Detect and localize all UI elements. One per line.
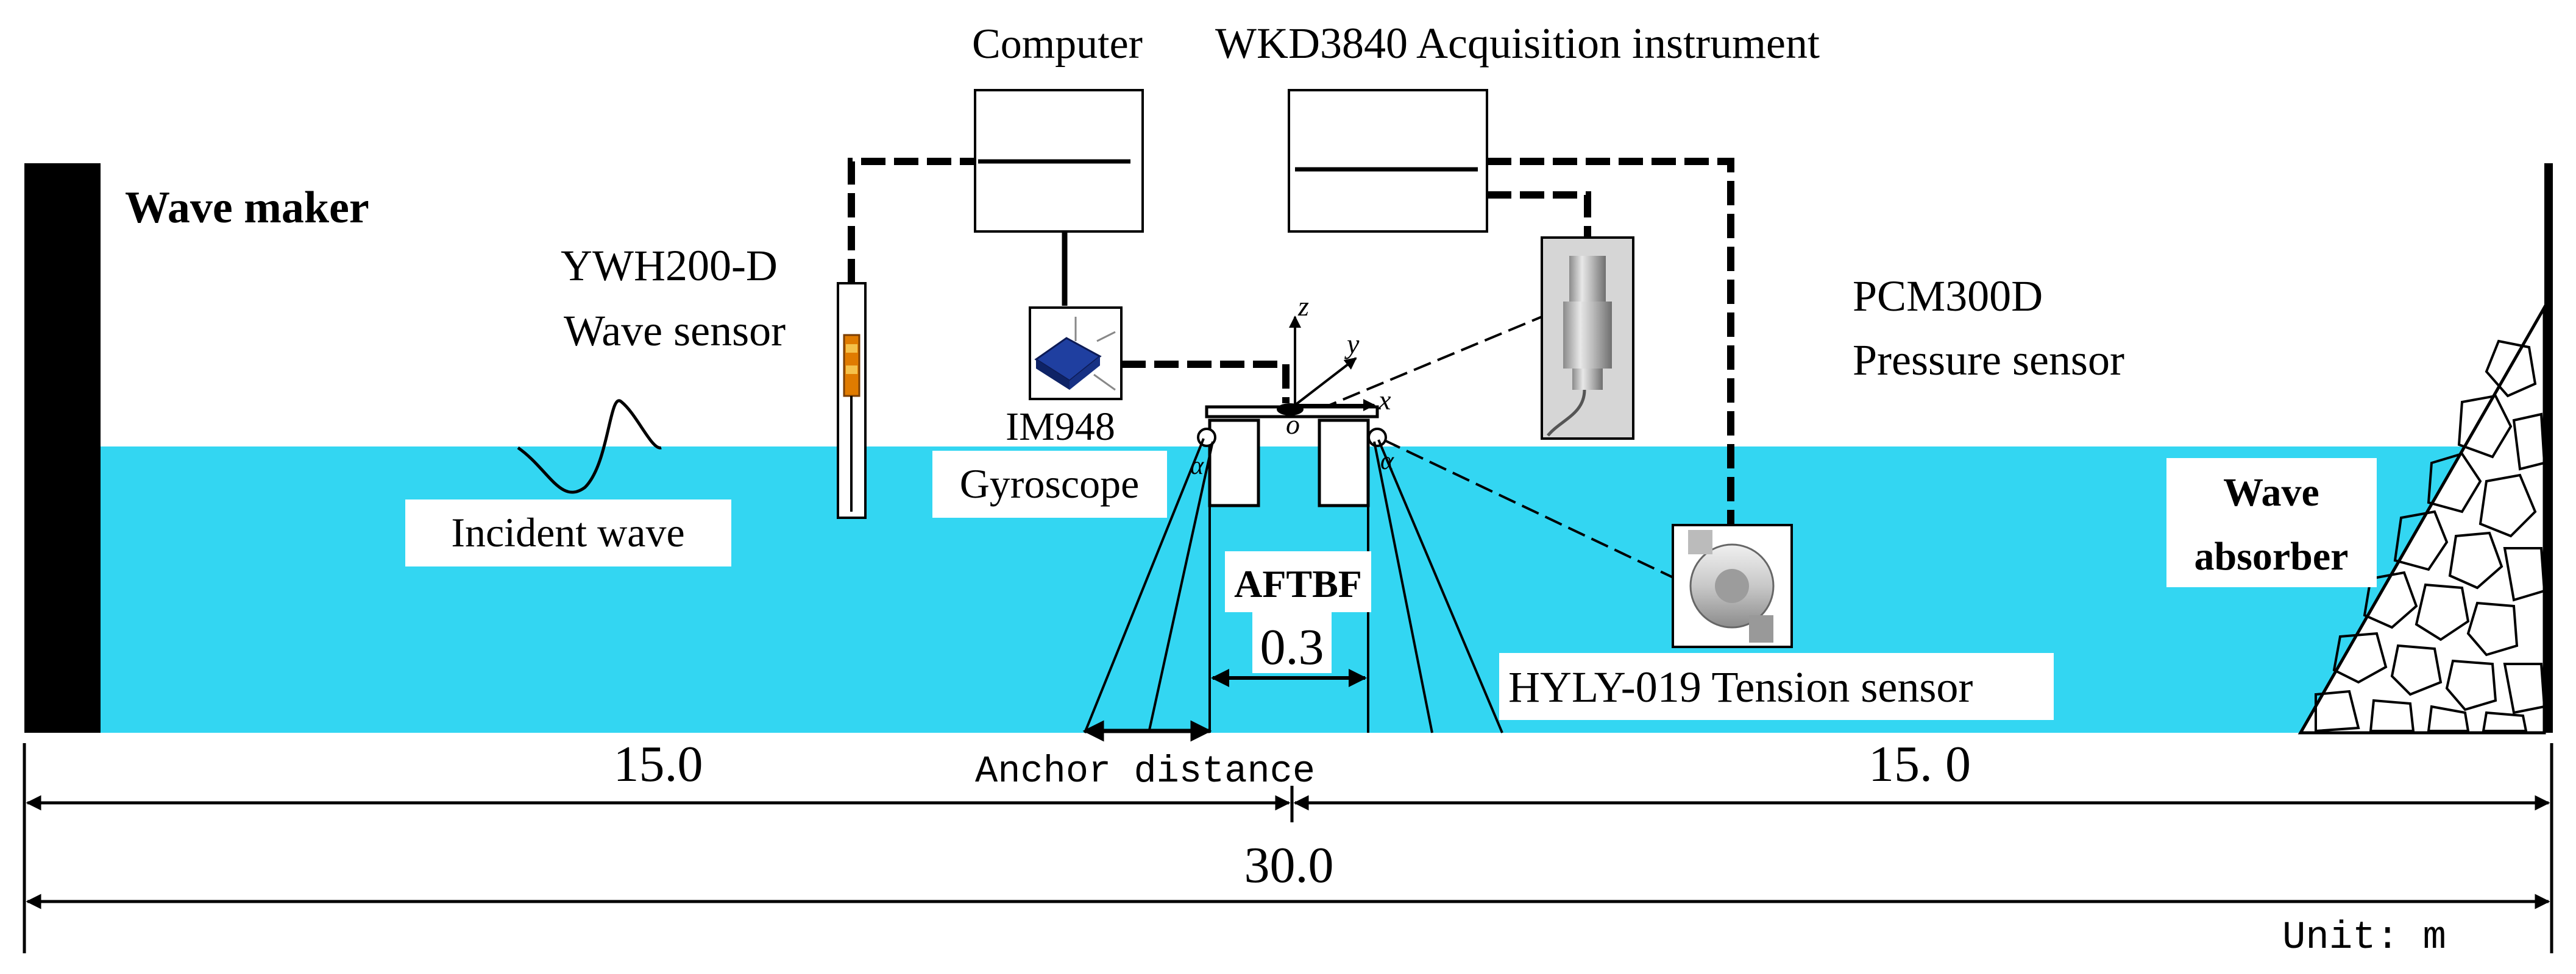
incident-wave-label: Incident wave	[451, 509, 684, 556]
tension-label-bg	[1499, 653, 2054, 720]
wave-sensor-model: YWH200-D	[561, 241, 778, 290]
acquisition-label: WKD3840 Acquisition instrument	[1215, 19, 1820, 68]
right-wall	[2544, 163, 2553, 733]
axis-z-label: z	[1297, 291, 1309, 322]
unit-label: Unit: m	[2282, 916, 2446, 960]
incident-wave-label-bg	[405, 499, 731, 566]
alpha-left-label: α	[1190, 452, 1204, 480]
wave-probe-icon	[837, 282, 867, 519]
aftbf-label: AFTBF	[1234, 562, 1362, 605]
wave-maker-wall	[24, 163, 101, 733]
structure-width: 0.3	[1260, 619, 1324, 676]
gyroscope-name: Gyroscope	[960, 461, 1140, 507]
tension-leader-line	[1383, 439, 1683, 583]
wave-maker-label: Wave maker	[125, 183, 369, 233]
cable-gyro-structure	[1121, 361, 1290, 403]
width-label-bg	[1252, 612, 1332, 673]
pressure-sensor-icon	[1541, 236, 1634, 440]
structure-dimension-lines	[1208, 506, 1369, 733]
mooring-lines	[1084, 438, 1503, 733]
cable-wave-sensor	[848, 158, 975, 283]
gyroscope-icon	[1029, 306, 1123, 400]
axis-x-label: x	[1378, 384, 1391, 415]
axis-y-label: y	[1344, 328, 1360, 359]
pressure-sensor-model: PCM300D	[1853, 272, 2043, 320]
tension-sensor-label: HYLY-019 Tension sensor	[1508, 663, 1973, 711]
origin-label: o	[1286, 409, 1300, 440]
incident-wave-curve	[517, 399, 662, 494]
gyroscope-model: IM948	[1006, 404, 1115, 449]
cable-tension-sensor	[1487, 158, 1734, 525]
cable-pressure-sensor	[1487, 191, 1591, 238]
aftbf-structure	[1197, 403, 1387, 507]
right-length-label: 15. 0	[1868, 736, 1971, 792]
acquisition-box	[1288, 89, 1488, 233]
computer-label: Computer	[972, 21, 1143, 68]
wave-sensor-name: Wave sensor	[564, 306, 786, 355]
pressure-leader-line	[1319, 316, 1542, 411]
pressure-sensor-name: Pressure sensor	[1853, 336, 2124, 384]
bottom-dimension-lines	[23, 743, 2553, 953]
anchor-distance-label: Anchor distance	[975, 750, 1315, 793]
gyroscope-label-bg	[932, 451, 1167, 518]
wave-absorber-label-bg	[2166, 458, 2377, 587]
total-length-label: 30.0	[1244, 837, 1334, 894]
tension-sensor-icon	[1672, 524, 1793, 648]
left-length-label: 15.0	[614, 736, 703, 792]
wave-absorber-label-1: Wave	[2223, 470, 2319, 515]
aftbf-label-bg	[1225, 551, 1371, 612]
wave-absorber	[2297, 302, 2546, 735]
wave-absorber-label-2: absorber	[2195, 534, 2349, 579]
coordinate-axes	[1289, 316, 1375, 411]
